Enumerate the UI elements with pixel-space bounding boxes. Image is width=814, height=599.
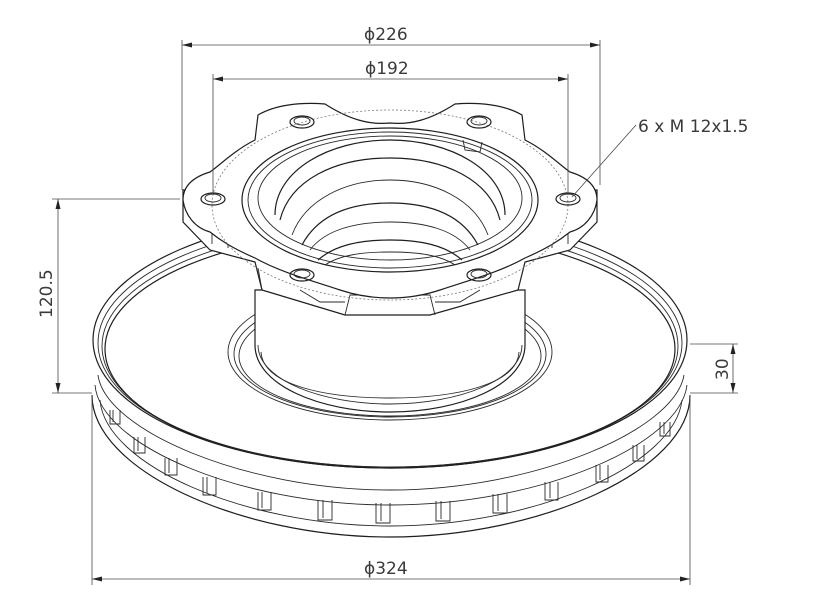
dimension-labels: ϕ226 ϕ192 6 x M 12x1.5 120.5 30 ϕ324 xyxy=(37,25,748,579)
hub-flange xyxy=(182,102,598,316)
dim-flange-diameter: ϕ226 xyxy=(364,25,408,45)
dim-bolt-circle-diameter: ϕ192 xyxy=(365,59,409,79)
bolt-hole xyxy=(289,115,315,129)
bolt-hole xyxy=(289,268,315,282)
bolt-holes xyxy=(200,115,581,282)
dim-height: 120.5 xyxy=(37,269,57,318)
dim-disc-thickness: 30 xyxy=(713,358,733,380)
dimension-lines xyxy=(52,40,738,585)
dim-outer-diameter: ϕ324 xyxy=(364,559,408,579)
center-bore xyxy=(241,127,539,273)
vent-fins xyxy=(109,410,671,524)
bolt-hole xyxy=(466,268,492,282)
dim-bolt-callout: 6 x M 12x1.5 xyxy=(638,117,748,137)
bolt-hole xyxy=(466,115,492,129)
